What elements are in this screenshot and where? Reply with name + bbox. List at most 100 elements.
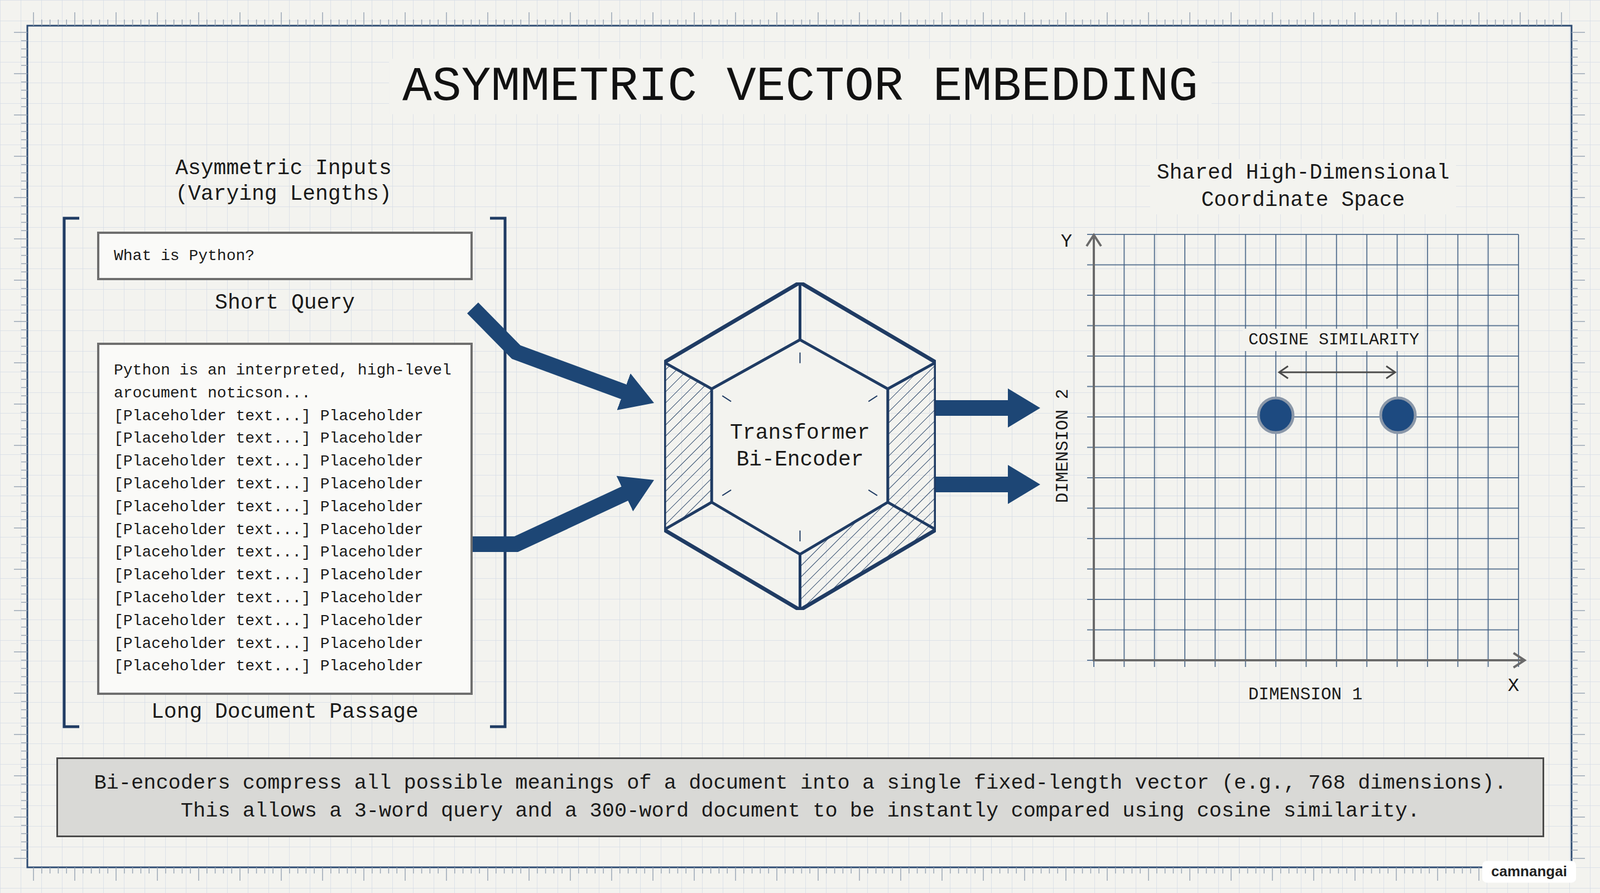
ruler-tick — [13, 155, 28, 157]
ruler-tick — [1090, 867, 1092, 874]
ruler-tick — [354, 867, 357, 874]
ruler-tick — [1571, 742, 1578, 744]
ruler-tick — [726, 19, 728, 26]
ruler-tick — [999, 867, 1001, 874]
ruler-tick — [21, 494, 28, 496]
ruler-tick — [214, 19, 216, 26]
caption-band: Bi-encoders compress all possible meanin… — [56, 757, 1545, 838]
ruler-tick — [1536, 19, 1538, 26]
ruler-tick — [1338, 19, 1340, 26]
vector-dot — [1380, 397, 1416, 433]
ruler-tick — [297, 19, 299, 26]
ruler-tick — [1255, 867, 1257, 874]
ruler-tick — [1412, 19, 1414, 26]
ruler-tick — [1420, 867, 1422, 874]
grid-line — [1093, 447, 1519, 449]
ruler-tick — [602, 19, 604, 26]
ruler-tick — [82, 867, 84, 874]
ruler-tick — [1571, 428, 1578, 430]
ruler-tick — [1571, 626, 1578, 628]
ruler-tick — [21, 420, 28, 422]
ruler-tick — [586, 867, 588, 874]
ruler-tick — [1197, 867, 1199, 874]
ruler-tick — [264, 867, 266, 874]
ruler-tick — [1222, 867, 1224, 874]
ruler-tick — [1387, 19, 1389, 26]
ruler-tick — [21, 387, 28, 389]
hexagon-edge — [887, 362, 936, 389]
ruler-tick — [41, 19, 43, 26]
ruler-tick — [1189, 867, 1191, 881]
ruler-tick — [445, 867, 448, 881]
ruler-tick — [767, 867, 770, 874]
ruler-tick — [784, 19, 786, 26]
ruler-tick — [231, 19, 233, 26]
ruler-tick — [793, 867, 795, 874]
ruler-tick — [380, 19, 382, 26]
grid-line — [1093, 507, 1519, 509]
ruler-tick — [1571, 31, 1585, 33]
ruler-tick — [1571, 197, 1585, 199]
ruler-tick — [313, 867, 315, 874]
ruler-tick — [21, 271, 28, 273]
ruler-tick — [685, 19, 687, 26]
ruler-tick — [1131, 19, 1133, 26]
ruler-tick — [21, 147, 28, 149]
ruler-tick — [1296, 19, 1299, 26]
ruler-tick — [21, 411, 28, 413]
ruler-tick — [1205, 867, 1208, 874]
ruler-tick — [817, 867, 819, 881]
similarity-arrow — [1279, 366, 1396, 379]
ruler-tick — [1571, 346, 1578, 348]
ruler-tick — [1571, 353, 1578, 355]
ruler-tick — [867, 19, 869, 26]
ruler-tick — [107, 19, 109, 26]
axis-letter: X — [1507, 674, 1520, 698]
ruler-tick — [297, 867, 299, 874]
ruler-tick — [1247, 867, 1249, 874]
ruler-tick — [21, 750, 28, 752]
ruler-tick — [751, 867, 753, 874]
ruler-tick — [776, 867, 778, 881]
ruler-tick — [1379, 867, 1381, 874]
ruler-tick — [1571, 64, 1578, 66]
query-box: What is Python?Short Query — [97, 231, 473, 316]
box-text: What is Python? — [113, 244, 456, 267]
ruler-tick — [528, 12, 530, 26]
ruler-tick — [1321, 867, 1323, 874]
ruler-tick — [1338, 867, 1340, 874]
corner-tick — [722, 489, 732, 496]
ruler-tick — [553, 19, 555, 26]
ruler-tick — [536, 867, 538, 874]
ruler-tick — [21, 106, 28, 108]
ruler-tick — [536, 19, 538, 26]
ruler-tick — [396, 19, 398, 26]
ruler-tick — [545, 867, 547, 874]
ruler-tick — [1049, 19, 1051, 26]
ruler-tick — [1571, 147, 1578, 149]
ruler-tick — [1263, 19, 1265, 26]
ruler-tick — [58, 867, 60, 874]
axes — [1086, 234, 1525, 668]
flow-arrow — [472, 493, 626, 545]
hexagon-edge — [664, 362, 712, 389]
ruler-tick — [966, 19, 968, 26]
ruler-tick — [991, 867, 993, 874]
ruler-tick — [1098, 19, 1100, 26]
ruler-tick — [1571, 164, 1578, 166]
ruler-tick — [272, 19, 274, 26]
ruler-tick — [462, 867, 464, 874]
ruler-tick — [1478, 867, 1480, 881]
ruler-tick — [21, 824, 28, 826]
space-heading: Shared High-Dimensional Coordinate Space — [1150, 159, 1456, 215]
ruler-tick — [1255, 19, 1257, 26]
ruler-tick — [1571, 750, 1578, 752]
ruler-tick — [21, 353, 28, 355]
ruler-tick — [487, 867, 489, 881]
ruler-tick — [21, 263, 28, 265]
ruler-tick — [256, 867, 258, 874]
ruler-tick — [1387, 867, 1389, 874]
ruler-tick — [1571, 609, 1585, 612]
ruler-tick — [512, 867, 514, 874]
ruler-tick — [13, 279, 28, 281]
